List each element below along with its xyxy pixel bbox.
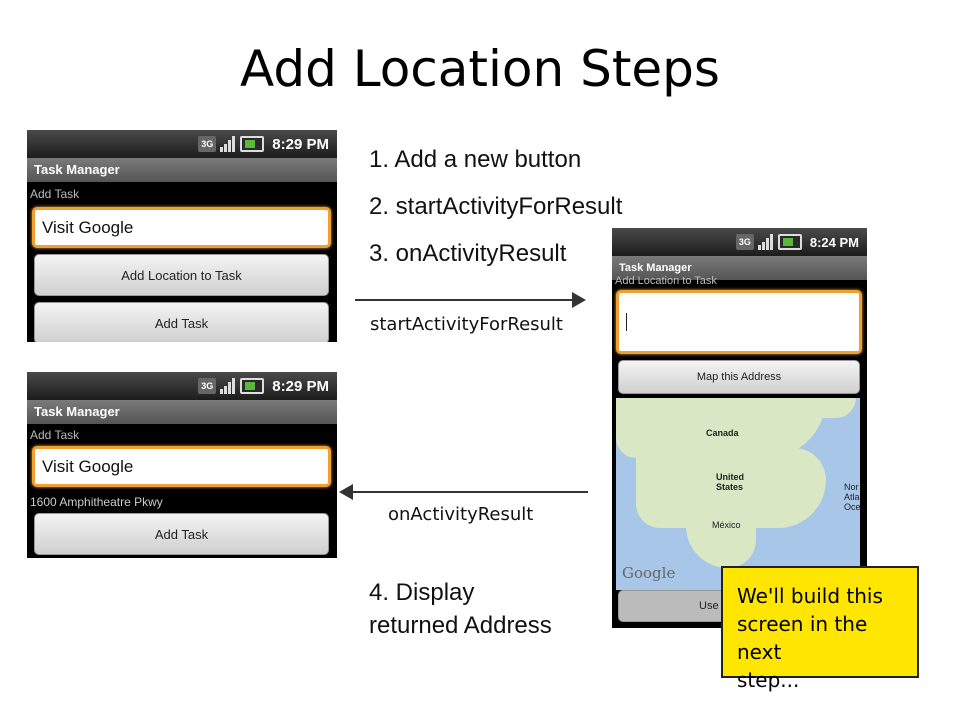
back-arrow-line <box>352 491 588 493</box>
step-2: 2. startActivityForResult <box>369 193 623 220</box>
battery-icon <box>240 136 265 152</box>
step-3: 3. onActivityResult <box>369 240 567 267</box>
phone-result-screen: 3G 8:29 PM Task Manager Add Task Visit G… <box>27 372 337 558</box>
app-title: Task Manager <box>27 400 337 424</box>
address-text: 1600 Amphitheatre Pkwy <box>30 495 163 509</box>
map-label-us: United States <box>716 472 744 492</box>
step-1: 1. Add a new button <box>369 146 582 173</box>
map-view[interactable]: Canada United States México Nor Atla Oce… <box>616 398 860 590</box>
phone-add-task-screen: 3G 8:29 PM Task Manager Add Task Visit G… <box>27 130 337 342</box>
signal-icon <box>220 378 236 394</box>
address-input[interactable] <box>616 290 862 354</box>
app-title: Task Manager <box>27 158 337 182</box>
forward-arrow-line <box>355 299 577 301</box>
back-arrow-label: onActivityResult <box>388 504 534 525</box>
map-address-button[interactable]: Map this Address <box>618 360 860 394</box>
text-cursor <box>626 313 627 331</box>
status-time: 8:29 PM <box>272 377 329 395</box>
network-3g-icon: 3G <box>198 136 217 152</box>
section-label: Add Location to Task <box>615 275 717 287</box>
status-time: 8:24 PM <box>809 234 859 250</box>
status-bar: 3G 8:24 PM <box>612 228 867 256</box>
phone-add-location-screen: 3G 8:24 PM Task Manager Add Location to … <box>612 228 867 628</box>
status-bar: 3G 8:29 PM <box>27 130 337 158</box>
task-input-value: Visit Google <box>42 217 134 237</box>
section-label: Add Task <box>30 428 80 442</box>
callout-note: We'll build this screen in the next step… <box>721 566 919 692</box>
task-input-value: Visit Google <box>42 456 134 476</box>
signal-icon <box>757 234 774 250</box>
google-logo: Google <box>622 564 676 582</box>
section-label: Add Task <box>30 187 80 201</box>
arrow-right-icon <box>572 292 586 308</box>
network-3g-icon: 3G <box>198 378 217 394</box>
add-location-button[interactable]: Add Location to Task <box>34 254 329 296</box>
slide-title: Add Location Steps <box>240 40 720 98</box>
step-4-line1: 4. Display <box>369 579 475 606</box>
arrow-left-icon <box>339 484 353 500</box>
map-label-mexico: México <box>712 520 741 530</box>
battery-icon <box>240 378 265 394</box>
add-task-button[interactable]: Add Task <box>34 513 329 555</box>
status-time: 8:29 PM <box>272 135 329 153</box>
status-bar: 3G 8:29 PM <box>27 372 337 400</box>
add-task-button[interactable]: Add Task <box>34 302 329 342</box>
map-label-canada: Canada <box>706 428 739 438</box>
battery-icon <box>777 234 802 250</box>
signal-icon <box>220 136 236 152</box>
step-4-line2: returned Address <box>369 612 552 639</box>
map-label-atlantic: Nor Atla Oce <box>844 482 860 512</box>
network-3g-icon: 3G <box>735 234 754 250</box>
forward-arrow-label: startActivityForResult <box>370 314 563 335</box>
task-input[interactable]: Visit Google <box>32 207 331 248</box>
task-input[interactable]: Visit Google <box>32 446 331 487</box>
app-title: Task Manager <box>612 256 867 280</box>
